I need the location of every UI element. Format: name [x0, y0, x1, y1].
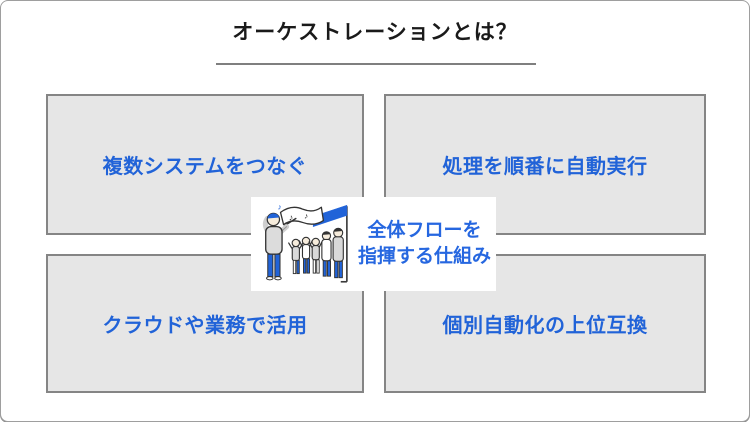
music-note-icon: ♪	[289, 213, 294, 223]
feature-box-bottom-left-label: クラウドや業務で活用	[102, 315, 308, 337]
center-caption-line1: 全体フローを	[367, 220, 482, 242]
conductor-choir-illustration: ♪ ♪ ♪	[262, 202, 348, 283]
center-card: ♪ ♪ ♪	[251, 197, 496, 291]
conductor-figure	[262, 212, 297, 281]
feature-box-top-right-label: 処理を順番に自動実行	[442, 156, 648, 178]
choir-person	[288, 238, 304, 275]
choir-person	[308, 237, 323, 274]
music-sheet-icon: ♪ ♪ ♪	[277, 202, 325, 226]
choir-person	[332, 227, 344, 279]
center-caption-line2: 指揮する仕組み	[357, 246, 491, 267]
feature-box-top-left: 複数システムをつなぐ	[46, 94, 364, 235]
feature-box-bottom-right-label: 個別自動化の上位互換	[442, 315, 648, 337]
music-note-icon: ♪	[277, 202, 281, 211]
center-caption: 全体フローを 指揮する仕組み	[353, 218, 496, 269]
feature-box-top-left-label: 複数システムをつなぐ	[102, 156, 308, 178]
choir-group	[288, 227, 344, 279]
choir-person	[298, 236, 313, 274]
page-title: オーケストレーションとは？	[232, 21, 518, 44]
choir-person	[321, 231, 332, 277]
music-note-icon: ♪	[304, 211, 308, 220]
feature-box-bottom-left: クラウドや業務で活用	[46, 254, 364, 393]
title-underline	[216, 63, 536, 65]
